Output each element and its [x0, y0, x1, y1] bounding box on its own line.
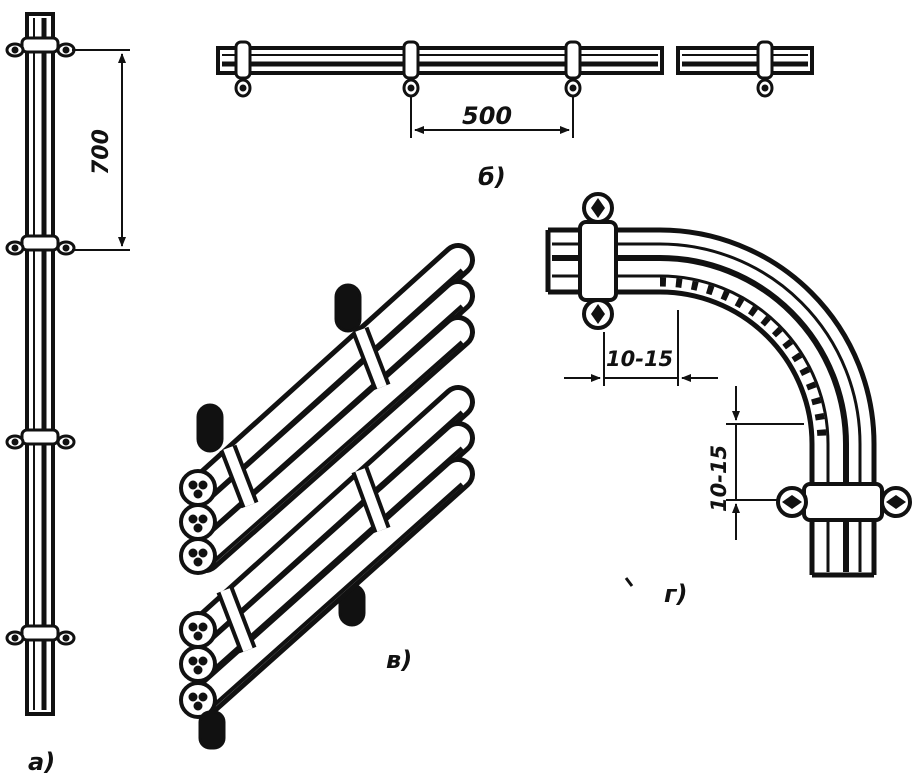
clamp-b2: [402, 40, 420, 98]
clamp-b1: [234, 40, 252, 98]
cable-group-lower: [179, 385, 475, 719]
clamp-a3: [5, 428, 76, 450]
cable-group-upper: [179, 243, 475, 575]
caption-a: а): [28, 748, 55, 776]
stray-mark: [624, 577, 634, 587]
cable-end: [179, 645, 217, 683]
dimension-line-700: [72, 49, 130, 251]
clamp-g-top: [578, 192, 618, 330]
dimension-label-700: 700: [89, 129, 114, 175]
vertical-pipe: [25, 12, 55, 716]
clamp-b3: [564, 40, 582, 98]
dimension-line-horizontal: [564, 310, 718, 386]
horizontal-pipe-short: [676, 46, 814, 75]
clamp-a4: [5, 624, 76, 646]
figure-a-vertical-pipe: [5, 12, 130, 716]
mounting-clip-2: [196, 403, 224, 453]
dimension-label-horizontal: 10-15: [606, 347, 673, 371]
cable-end: [179, 537, 217, 575]
clamp-a2: [5, 234, 76, 256]
caption-b: б): [478, 163, 506, 191]
caption-v: в): [386, 646, 412, 674]
dimension-label-vertical: 10-15: [707, 445, 731, 512]
mounting-clip-4: [198, 710, 226, 750]
figure-v-cable-bundle: [179, 243, 475, 750]
clamp-a1: [5, 36, 76, 58]
mounting-clip-1: [334, 283, 362, 333]
figure-g-bent-pipe: [545, 192, 912, 578]
cable-end: [179, 503, 217, 541]
dimension-line-vertical: [726, 386, 804, 540]
caption-g: г): [664, 580, 688, 608]
clamp-g-bottom: [776, 482, 912, 522]
cable: [188, 315, 475, 573]
cable: [188, 457, 475, 717]
horizontal-pipe-long: [216, 46, 664, 75]
cable-end: [179, 611, 217, 649]
dimension-line-500: [410, 96, 574, 138]
cable-end: [179, 681, 217, 719]
cable-end: [179, 469, 217, 507]
figure-b-horizontal-pipe: [216, 40, 814, 138]
dimension-label-500: 500: [462, 102, 512, 130]
clamp-b4: [756, 40, 774, 98]
